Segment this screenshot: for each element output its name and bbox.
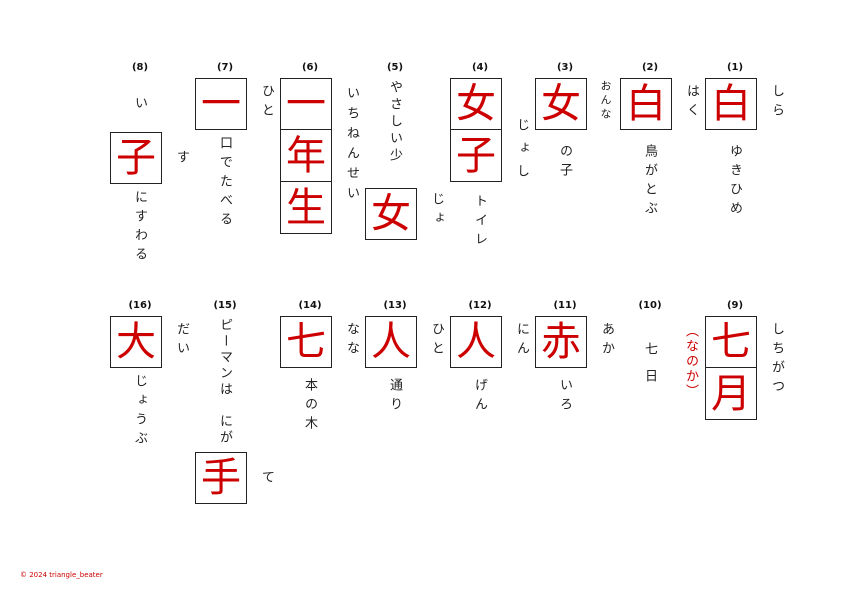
reading-right: じょ xyxy=(429,192,444,230)
kanji-box: 大 xyxy=(110,316,162,368)
question-1: (1) 白 しら ゆきひめ xyxy=(705,62,784,302)
question-4: (4) 女 子 じょし トイレ xyxy=(450,62,529,302)
question-15: (15) ピーマンは にが 手 て xyxy=(195,300,274,520)
question-16: (16) 大 だい じょうぶ xyxy=(110,300,189,500)
reading-right: ひと xyxy=(429,322,444,360)
answer-boxes: 人 xyxy=(450,316,502,368)
reading-right: おんな xyxy=(599,80,612,122)
kanji-box: 一 xyxy=(195,78,247,130)
kanji-box: 年 xyxy=(280,130,332,182)
question-number: (3) xyxy=(556,62,574,73)
kanji-box: 子 xyxy=(450,130,502,182)
question-number: (8) xyxy=(131,62,149,73)
question-number: (13) xyxy=(383,300,407,311)
answer-boxes: 七 月 xyxy=(705,316,757,420)
text-below: 通り xyxy=(387,378,402,416)
reading-right: す xyxy=(174,150,189,169)
reading-right: にん xyxy=(514,322,529,360)
question-number: (7) xyxy=(216,62,234,73)
kanji-box: 生 xyxy=(280,182,332,234)
question-14: (14) 七 なな 本の木 xyxy=(280,300,359,500)
text-below: にすわる xyxy=(132,190,147,266)
answer-boxes: 女 xyxy=(365,188,417,240)
question-5: (5) やさしい少 女 じょ xyxy=(365,62,444,302)
text-below: げん xyxy=(472,378,487,416)
copyright-text: © 2024 triangle_beater xyxy=(20,571,103,579)
kanji-box: 白 xyxy=(705,78,757,130)
answer-boxes: 赤 xyxy=(535,316,587,368)
question-6: (6) 一 年 生 いちねんせい xyxy=(280,62,359,302)
question-number: (9) xyxy=(726,300,744,311)
text-below: ゆきひめ xyxy=(727,144,742,220)
text-below: 七日 xyxy=(642,342,657,396)
answer-boxes: 七 xyxy=(280,316,332,368)
reading-right: しちがつ xyxy=(769,322,784,398)
kanji-box: 人 xyxy=(450,316,502,368)
question-number: (2) xyxy=(641,62,659,73)
question-12: (12) 人 にん げん xyxy=(450,300,529,500)
question-10: (10) 七日 xyxy=(620,300,680,500)
reading-right: しら xyxy=(769,84,784,122)
text-below: 鳥がとぶ xyxy=(642,144,657,220)
question-number: (16) xyxy=(128,300,152,311)
kanji-box: 七 xyxy=(705,316,757,368)
text-below: いろ xyxy=(557,378,572,416)
reading-right: いちねんせい xyxy=(344,86,359,206)
answer-boxes: 白 xyxy=(705,78,757,130)
question-2: (2) 白 はく 鳥がとぶ xyxy=(620,62,699,302)
answer-boxes: 一 xyxy=(195,78,247,130)
text-above: い xyxy=(132,96,147,115)
answer-boxes: 白 xyxy=(620,78,672,130)
text-below: の子 xyxy=(557,144,572,182)
question-9: (9) 七 月 しちがつ （なのか） xyxy=(683,300,784,500)
question-number: (12) xyxy=(468,300,492,311)
kanji-box: 女 xyxy=(535,78,587,130)
question-number: (11) xyxy=(553,300,577,311)
kanji-box: 七 xyxy=(280,316,332,368)
kanji-box: 月 xyxy=(705,368,757,420)
answer-boxes: 大 xyxy=(110,316,162,368)
text-below: トイレ xyxy=(472,194,487,251)
kanji-box: 白 xyxy=(620,78,672,130)
kanji-box: 女 xyxy=(365,188,417,240)
question-8: (8) い 子 す にすわる xyxy=(110,62,189,302)
text-above: ピーマンは にが xyxy=(217,318,232,446)
kanji-box: 子 xyxy=(110,132,162,184)
reading-right: じょし xyxy=(514,118,529,187)
question-3: (3) 女 おんな の子 xyxy=(535,62,612,302)
answer-boxes: 女 子 xyxy=(450,78,502,182)
question-number: (6) xyxy=(301,62,319,73)
kanji-box: 一 xyxy=(280,78,332,130)
kanji-box: 女 xyxy=(450,78,502,130)
answer-boxes: 手 xyxy=(195,452,247,504)
reading-right: なな xyxy=(344,322,359,360)
text-above: やさしい少 xyxy=(387,80,402,165)
question-number: (4) xyxy=(471,62,489,73)
reading-right: て xyxy=(259,470,274,489)
question-13: (13) 人 ひと 通り xyxy=(365,300,444,500)
reading-right: だい xyxy=(174,322,189,360)
question-number: (14) xyxy=(298,300,322,311)
reading-left: （なのか） xyxy=(683,324,698,399)
text-below: 口でたべる xyxy=(217,136,232,231)
reading-right: ひと xyxy=(259,84,274,122)
kanji-box: 手 xyxy=(195,452,247,504)
reading-right: はく xyxy=(684,84,699,122)
answer-boxes: 人 xyxy=(365,316,417,368)
text-below: 本の木 xyxy=(302,378,317,435)
kanji-box: 人 xyxy=(365,316,417,368)
question-number: (10) xyxy=(638,300,662,311)
answer-boxes: 子 xyxy=(110,132,162,184)
question-number: (15) xyxy=(213,300,237,311)
kanji-box: 赤 xyxy=(535,316,587,368)
question-7: (7) 一 ひと 口でたべる xyxy=(195,62,274,302)
question-11: (11) 赤 あか いろ xyxy=(535,300,614,500)
answer-boxes: 女 xyxy=(535,78,587,130)
reading-right: あか xyxy=(599,322,614,360)
question-number: (5) xyxy=(386,62,404,73)
answer-boxes: 一 年 生 xyxy=(280,78,332,234)
text-below: じょうぶ xyxy=(132,374,147,450)
question-number: (1) xyxy=(726,62,744,73)
